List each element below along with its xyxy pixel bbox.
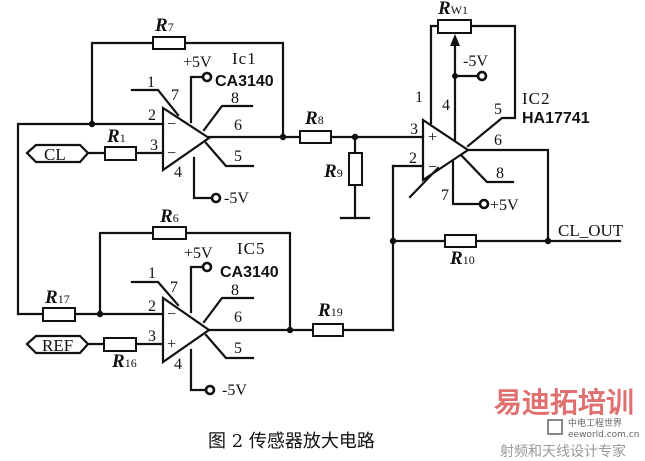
ic1-pin6: 6 (234, 117, 242, 134)
ic2-pin3: 3 (410, 121, 418, 138)
ic2-pin4: 4 (442, 97, 450, 114)
ic2-plus-sign: + (428, 129, 437, 146)
r17-label: R17 (44, 287, 70, 308)
figure-caption: 图 2 传感器放大电路 (208, 431, 375, 452)
resistor-r17 (42, 307, 76, 322)
resistor-r6 (152, 226, 187, 240)
ic2-pin2: 2 (409, 150, 417, 167)
r7-label: R7 (154, 15, 174, 36)
ic5-pin8: 8 (231, 282, 239, 299)
watermark-logo-icon (547, 419, 563, 435)
rw1-wiper-arrow (450, 34, 460, 46)
watermark-site-cn: 中电工程世界 (568, 417, 622, 429)
ic1-triangle (161, 105, 211, 173)
resistor-r7 (152, 36, 186, 50)
ic1-pin3: 3 (150, 137, 158, 154)
resistor-r10 (444, 234, 477, 248)
r10-label: R10 (449, 248, 475, 269)
ref-label: REF (42, 336, 73, 355)
ic5-name: IC5 (237, 239, 266, 258)
ic2-triangle (421, 117, 470, 183)
ic1-opamp: − − 1 7 2 3 4 8 6 5 +5V -5V Ic1 CA3140 (130, 49, 274, 207)
ic2-vpos-terminal (478, 198, 490, 210)
ic1-vpos-terminal (201, 71, 213, 83)
ic5-minus-sign: − (167, 306, 176, 323)
ic2-part: HA17741 (522, 110, 590, 127)
ic5-part: CA3140 (220, 264, 279, 281)
ic5-vpos-terminal (201, 261, 213, 273)
ic5-plus-sign: + (167, 336, 176, 353)
ic2-pin8: 8 (496, 165, 504, 182)
r19-label: R19 (317, 300, 343, 321)
ic2-opamp: + − 1 4 5 3 2 6 8 7 -5V +5V IC2 HA17741 … (391, 0, 590, 214)
ic1-vneg-terminal (210, 192, 222, 204)
ic5-triangle (161, 295, 211, 365)
ic2-pin6: 6 (494, 132, 502, 149)
ic5-opamp: − + 1 7 2 3 4 8 6 5 +5V -5V IC5 CA3140 (130, 239, 279, 399)
ic1-pin5: 5 (234, 148, 242, 165)
watermark-slogan: 射频和天线设计专家 (500, 443, 626, 460)
ic2-pin7: 7 (441, 187, 449, 204)
ic1-pin7: 7 (171, 87, 179, 104)
ic5-pin5: 5 (234, 340, 242, 357)
ic1-part: CA3140 (215, 73, 274, 90)
ic5-pin7: 7 (170, 279, 178, 296)
ic2-minus-sign: − (428, 159, 437, 176)
ic2-vpos-label: +5V (490, 197, 519, 214)
ic2-name: IC2 (522, 89, 551, 108)
resistor-r1 (104, 146, 137, 161)
ic5-pin3: 3 (148, 328, 156, 345)
ic2-pin1: 1 (415, 89, 423, 106)
ic5-pin6: 6 (234, 309, 242, 326)
resistor-r16 (103, 337, 137, 352)
resistor-r19 (312, 323, 344, 337)
watermark-site: eeworld.com.cn (568, 430, 639, 440)
r6-label: R6 (159, 206, 179, 227)
ic5-pin4: 4 (174, 356, 182, 373)
ic1-plus-sign: − (167, 145, 176, 162)
cl-out-label: CL_OUT (558, 221, 624, 240)
r16-label: R16 (111, 351, 137, 372)
ic2-vneg-label: -5V (463, 53, 488, 70)
ic2-vneg-terminal (476, 70, 488, 82)
ic1-minus-sign: − (167, 116, 176, 133)
resistor-r9 (348, 152, 363, 186)
ic1-vpos-label: +5V (183, 54, 212, 71)
r9-label: R9 (323, 161, 343, 182)
watermark: 易迪拓培训 中电工程世界 eeworld.com.cn 射频和天线设计专家 (494, 386, 639, 460)
cl-input-tag (25, 143, 90, 164)
ic5-pin2: 2 (148, 298, 156, 315)
watermark-brand: 易迪拓培训 (494, 386, 634, 419)
r8-label: R8 (304, 108, 324, 129)
resistor-r8 (299, 130, 332, 144)
potentiometer-rw1 (437, 19, 472, 34)
ic1-pin2: 2 (148, 107, 156, 124)
cl-label: CL (44, 145, 66, 164)
ic5-pin1: 1 (148, 265, 156, 282)
ic1-pin8: 8 (231, 90, 239, 107)
ic5-vneg-label: -5V (222, 382, 247, 399)
rw1-label: RW1 (437, 0, 468, 19)
ic2-pin5: 5 (494, 101, 502, 118)
ic1-vneg-label: -5V (224, 190, 249, 207)
ic1-pin1: 1 (147, 74, 155, 91)
ic1-name: Ic1 (232, 49, 257, 68)
r1-label: R1 (106, 126, 126, 147)
ic5-vpos-label: +5V (184, 245, 213, 262)
ref-input-tag (25, 334, 90, 355)
ic5-vneg-terminal (204, 384, 216, 396)
ic1-pin4: 4 (174, 164, 182, 181)
